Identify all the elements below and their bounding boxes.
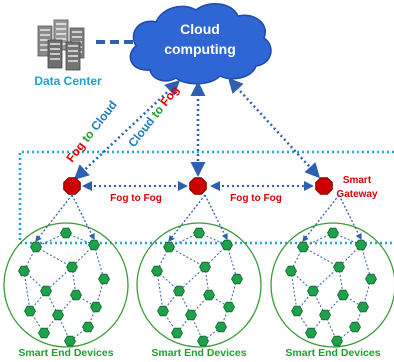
smart-device-icon — [173, 285, 185, 297]
smart-device-icon — [307, 285, 319, 297]
smart-device-icon — [52, 309, 64, 321]
cluster-label-right: Smart End Devices — [285, 347, 380, 359]
cloud-to-fog-label: Cloud to Fog — [125, 83, 182, 150]
smart-device-icon — [349, 321, 361, 333]
device-link — [290, 270, 298, 312]
smart-device-icon — [231, 273, 243, 285]
device-link — [45, 266, 73, 292]
smart-device-icon — [365, 273, 377, 285]
smart-device-icon — [82, 321, 94, 333]
smart-device-icon — [40, 285, 52, 297]
cluster-label-left: Smart End Devices — [18, 347, 113, 359]
smart-device-icon — [333, 261, 345, 273]
smart-device-icon — [88, 239, 100, 251]
smart-device-icon — [221, 239, 233, 251]
device-link — [312, 266, 340, 292]
smart-device-icon — [197, 335, 209, 347]
device-link — [93, 244, 105, 280]
smart-device-icon — [331, 335, 343, 347]
smart-device-icon — [203, 289, 215, 301]
smart-device-icon — [327, 227, 339, 239]
smart-device-icon — [223, 301, 235, 313]
smart-device-icon — [98, 273, 110, 285]
cluster-boundary-middle — [136, 222, 262, 348]
gateway-device-link — [204, 194, 228, 241]
smart-device-icon — [337, 289, 349, 301]
fog-node-right — [315, 177, 333, 195]
device-link — [302, 246, 340, 268]
smart-device-icon — [64, 335, 76, 347]
device-link — [35, 246, 73, 268]
device-link — [156, 270, 164, 312]
gateway-device-link — [168, 194, 206, 243]
cloud-fog-link-left — [73, 79, 181, 181]
device-link — [23, 270, 31, 312]
cluster-boundary-right — [270, 222, 394, 348]
device-link — [302, 232, 334, 248]
smart-device-icon — [90, 301, 102, 313]
fog-node-left — [63, 177, 81, 195]
fog-to-fog-label-right: Fog to Fog — [230, 193, 282, 204]
cluster-label-middle: Smart End Devices — [151, 347, 246, 359]
device-link — [226, 244, 238, 280]
smart-gateway-label-line1: Smart — [343, 175, 372, 186]
gateway-device-link — [35, 194, 73, 243]
device-cluster-middle — [136, 194, 262, 348]
smart-device-icon — [193, 227, 205, 239]
cluster-boundary-left — [3, 222, 129, 348]
smart-device-icon — [163, 241, 175, 253]
fog-to-cloud-label: Fog to Cloud — [63, 98, 120, 165]
smart-device-icon — [24, 305, 36, 317]
smart-device-icon — [319, 309, 331, 321]
smart-device-icon — [355, 239, 367, 251]
smart-device-icon — [357, 301, 369, 313]
smart-device-icon — [70, 289, 82, 301]
smart-device-icon — [291, 305, 303, 317]
smart-device-icon — [38, 327, 50, 339]
fog-to-fog-label-left: Fog to Fog — [110, 193, 162, 204]
smart-device-icon — [285, 265, 297, 277]
smart-device-icon — [215, 321, 227, 333]
server-rack-icon — [37, 19, 85, 71]
gateway-device-link — [71, 194, 95, 241]
fog-node-middle — [189, 177, 207, 195]
cloud-fog-link-right — [227, 77, 321, 179]
smart-device-icon — [297, 241, 309, 253]
device-cluster-left — [3, 194, 129, 348]
smart-device-icon — [305, 327, 317, 339]
smart-device-icon — [18, 265, 30, 277]
gateway-device-link — [302, 194, 340, 243]
smart-device-icon — [185, 309, 197, 321]
gateway-device-link — [338, 194, 362, 241]
device-link — [168, 246, 206, 268]
smart-device-icon — [157, 305, 169, 317]
device-link — [168, 232, 200, 248]
device-link — [35, 232, 67, 248]
device-cluster-right — [270, 194, 394, 348]
cloud-label-line1: Cloud — [180, 21, 220, 37]
device-link — [178, 266, 206, 292]
smart-device-icon — [171, 327, 183, 339]
smart-gateway-label-line2: Gateway — [336, 189, 378, 200]
fog-layer-boundary — [18, 150, 394, 245]
smart-device-icon — [199, 261, 211, 273]
cloud-label-line2: computing — [164, 41, 236, 57]
smart-device-icon — [30, 241, 42, 253]
data-center-label: Data Center — [34, 74, 102, 88]
smart-device-icon — [151, 265, 163, 277]
device-link — [360, 244, 372, 280]
smart-device-icon — [60, 227, 72, 239]
smart-device-icon — [66, 261, 78, 273]
